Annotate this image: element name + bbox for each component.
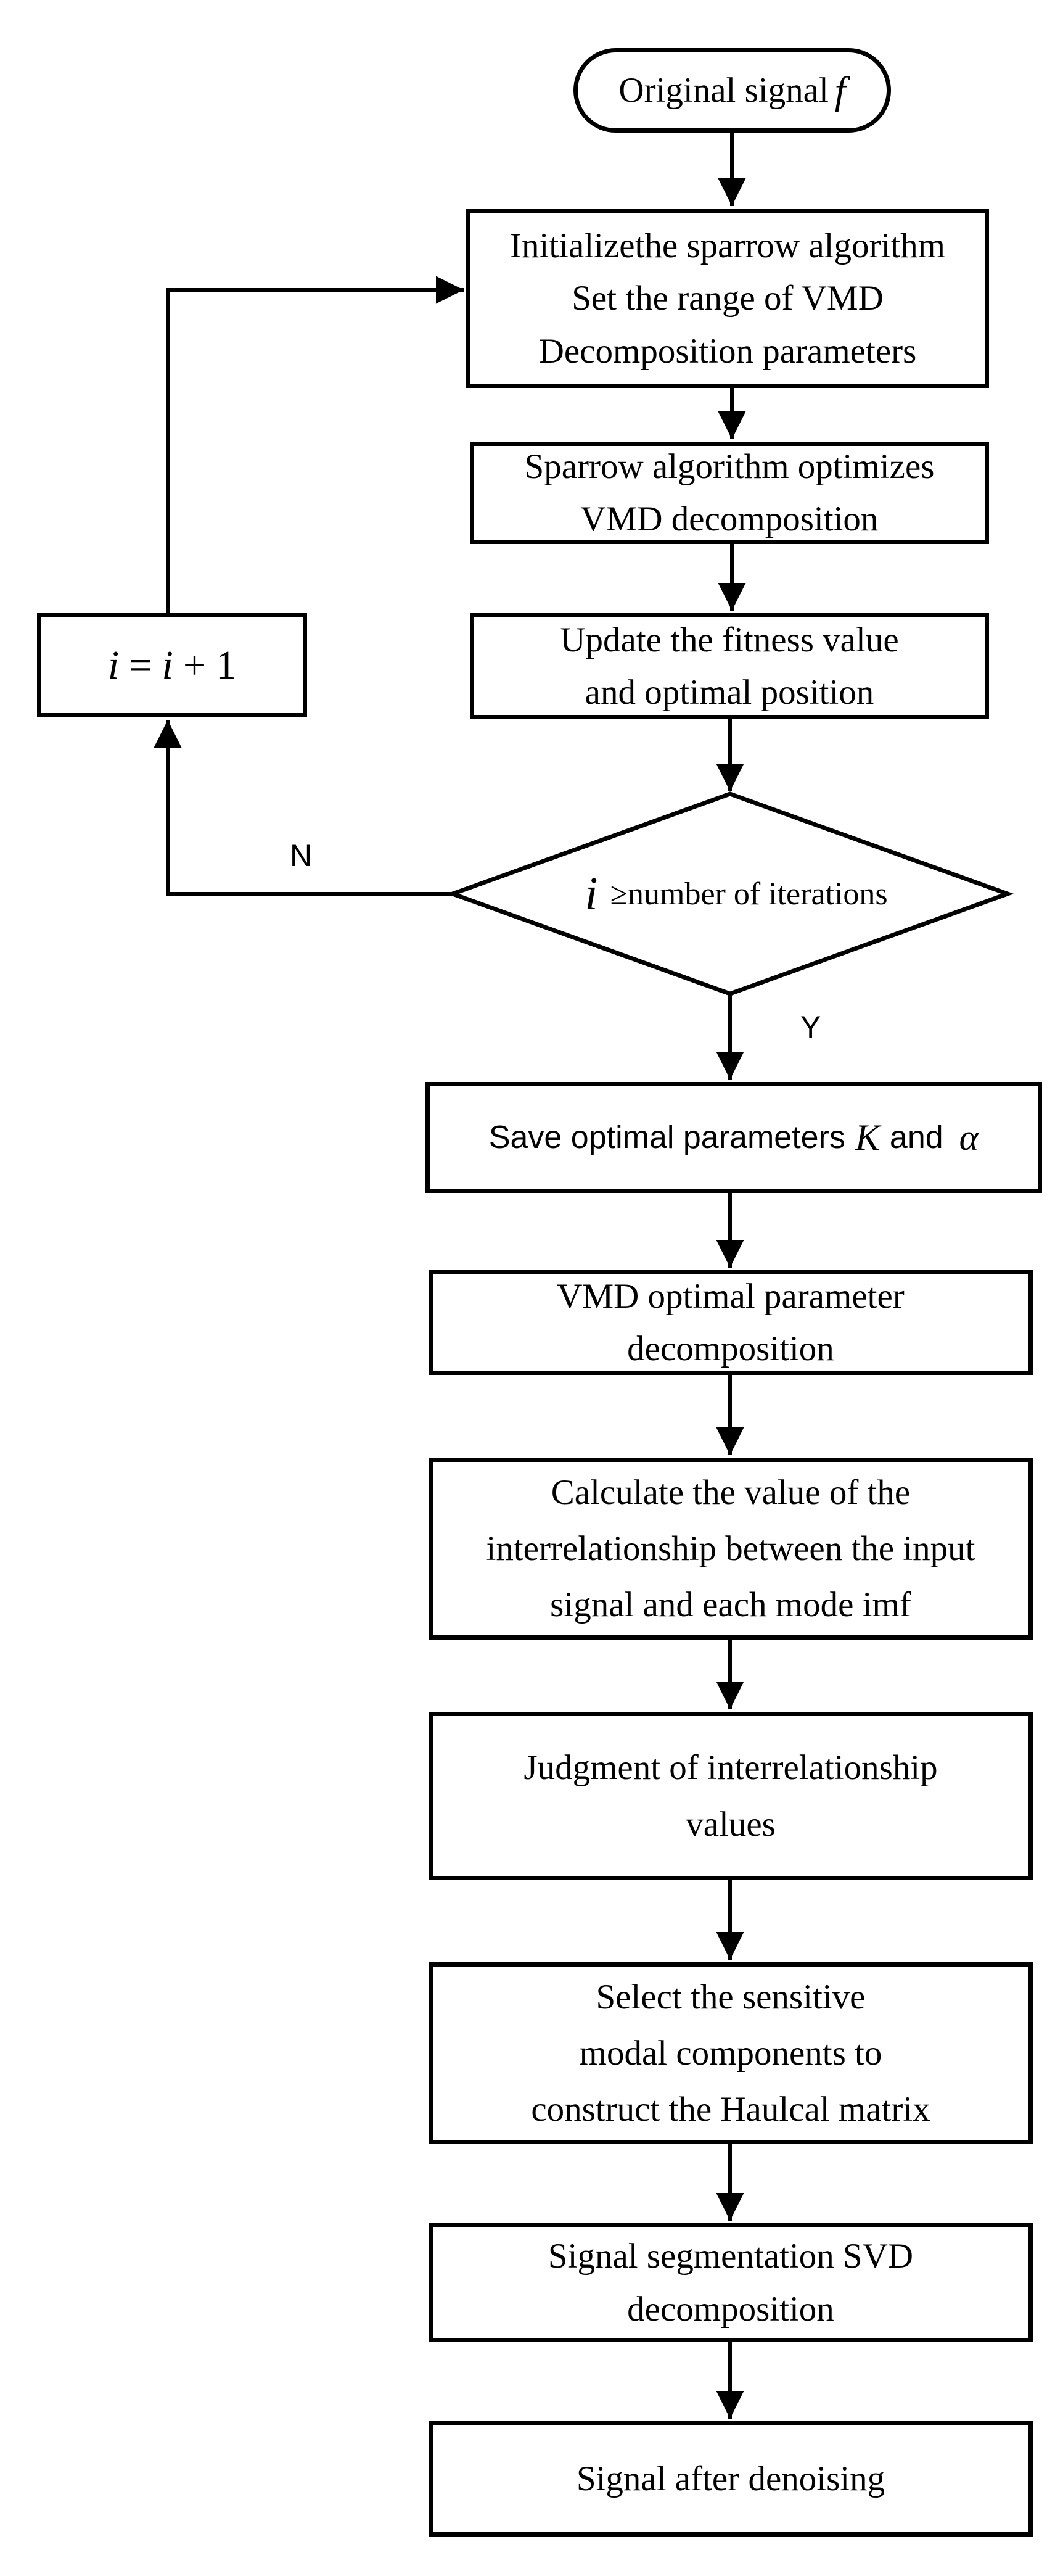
decision-var-i: i xyxy=(585,867,598,920)
arrow-increment-to-init xyxy=(166,276,464,613)
process-box-select-modal-components: Select the sensitive modal components to… xyxy=(429,1962,1033,2144)
process-text-line: values xyxy=(686,1804,776,1844)
increment-plus-sign: + xyxy=(183,642,207,688)
process-text-line: Signal segmentation SVD xyxy=(548,2237,914,2276)
save-text: Save optimal parameters xyxy=(488,1120,845,1155)
process-text-line: signal and each mode imf xyxy=(550,1585,911,1625)
start-node-label: Original signal xyxy=(618,70,829,110)
terminal-box-signal-after-denoising: Signal after denoising xyxy=(429,2421,1033,2537)
process-text-line: Signal after denoising xyxy=(576,2459,885,2498)
process-box-initialize-sparrow: Initializethe sparrow algorithm Set the … xyxy=(466,209,989,388)
process-box-judgment-values: Judgment of interrelationship values xyxy=(429,1712,1033,1880)
process-text-line: VMD optimal parameter xyxy=(557,1276,905,1316)
process-box-vmd-decomposition: VMD optimal parameter decomposition xyxy=(429,1270,1033,1375)
decision-condition-text: ≥number of iterations xyxy=(610,876,888,912)
process-box-save-parameters: Save optimal parameters K and α xyxy=(425,1082,1042,1193)
process-text-line: Set the range of VMD xyxy=(572,279,884,318)
process-text-line: modal components to xyxy=(579,2033,882,2073)
process-box-sparrow-optimizes-vmd: Sparrow algorithm optimizes VMD decompos… xyxy=(470,442,989,544)
start-node-original-signal: Original signal f xyxy=(573,48,891,133)
process-text-line: interrelationship between the input xyxy=(486,1529,975,1568)
process-text-line: decomposition xyxy=(627,1329,834,1368)
save-text-and: and xyxy=(889,1120,943,1155)
process-box-update-fitness: Update the fitness value and optimal pos… xyxy=(470,613,989,719)
parameter-var-alpha: α xyxy=(959,1117,979,1158)
increment-var-i: i xyxy=(162,642,173,688)
process-box-svd-decomposition: Signal segmentation SVD decomposition xyxy=(429,2223,1033,2342)
signal-variable-f: f xyxy=(834,68,846,112)
decision-diamond-shape xyxy=(446,791,1014,996)
decision-diamond-iterations: i ≥number of iterations xyxy=(453,794,1008,994)
process-text-line: Judgment of interrelationship xyxy=(523,1748,938,1788)
increment-var-i: i xyxy=(107,642,120,688)
arrow-decision-no-loop xyxy=(154,720,453,896)
process-text-line: Select the sensitive xyxy=(596,1977,866,2017)
parameter-var-k: K xyxy=(855,1117,880,1158)
process-text-line: decomposition xyxy=(627,2289,834,2329)
process-text-line: Sparrow algorithm optimizes xyxy=(524,447,935,486)
process-text-line: construct the Haulcal matrix xyxy=(531,2090,930,2129)
process-text-line: VMD decomposition xyxy=(580,500,879,539)
branch-label-no: N xyxy=(290,838,313,873)
increment-equals-sign: = xyxy=(129,642,152,688)
process-text-line: Calculate the value of the xyxy=(551,1472,911,1512)
increment-number-one: 1 xyxy=(216,642,237,688)
branch-label-yes: Y xyxy=(800,1010,821,1044)
process-text-line: Update the fitness value xyxy=(560,620,899,659)
process-text-line: Initializethe sparrow algorithm xyxy=(510,226,945,265)
process-text-line: and optimal position xyxy=(585,673,874,712)
process-text-line: Decomposition parameters xyxy=(538,331,917,371)
process-box-increment-i: i = i + 1 xyxy=(37,613,307,717)
process-box-calculate-interrelationship: Calculate the value of the interrelation… xyxy=(429,1458,1033,1640)
